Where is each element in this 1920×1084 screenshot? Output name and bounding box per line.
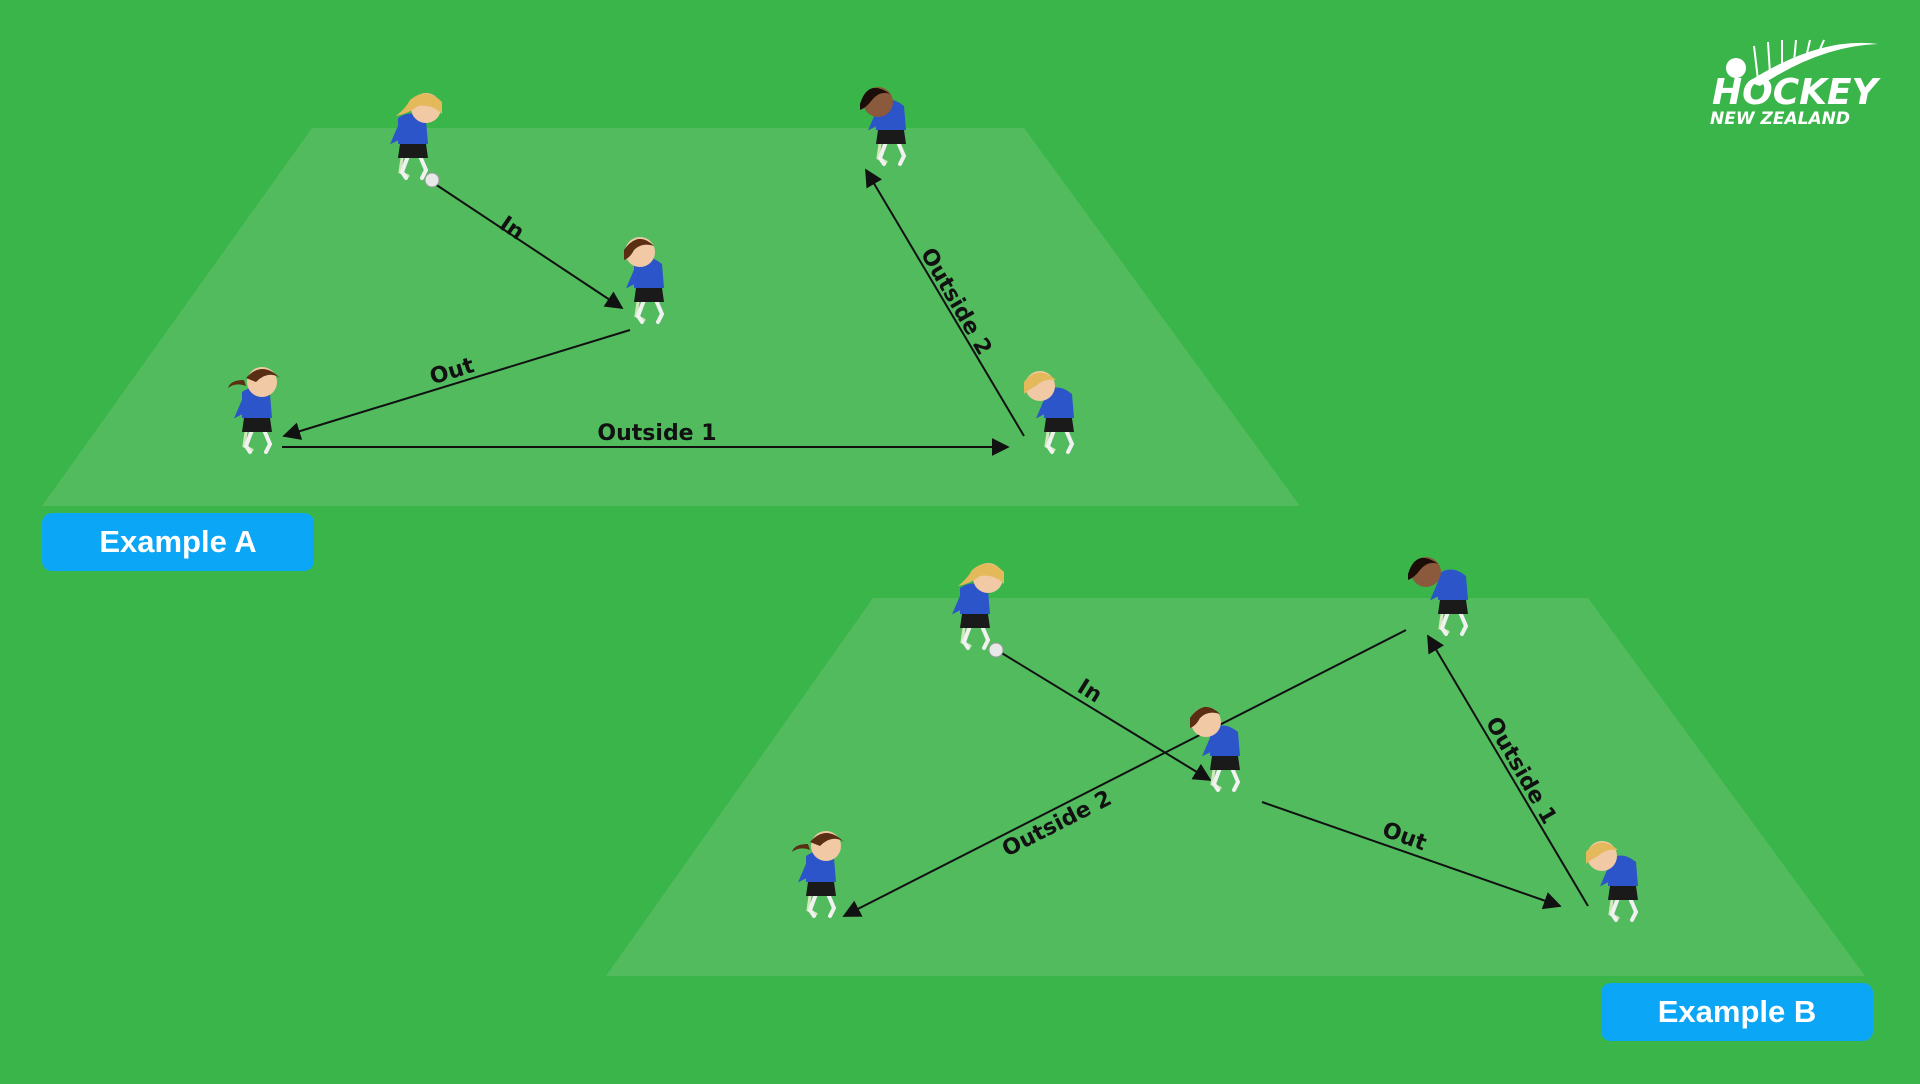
pass-out-a [282,329,631,440]
field-a [42,128,1300,506]
pass-in-b [999,651,1212,781]
silver-fern-icon [1726,39,1878,86]
label-outside1-a: Outside 1 [597,421,716,446]
logo-line2: NEW ZEALAND [1710,109,1850,129]
example-b-label: Example B [1601,983,1873,1041]
ball-icon [424,172,440,188]
player-a-center [624,237,664,322]
player-b-center [1190,706,1240,790]
pass-outside1-b [1427,634,1589,907]
player-a-bottom-right [1024,371,1074,452]
player-b-bottom-left [792,831,844,916]
pass-out-b [1261,801,1562,910]
player-b-top-left [958,563,1004,658]
player-b-bottom-right [1586,841,1638,920]
hockey-nz-logo: HOCKEY NEW ZEALAND [1710,39,1882,129]
logo-line1: HOCKEY [1712,72,1882,113]
player-a-bottom-left [228,367,280,452]
example-a-label: Example A [42,513,314,571]
pass-outside2-b [842,629,1407,917]
player-a-top-right [860,87,906,164]
pass-outside2-a [865,168,1025,437]
player-b-top-right [1408,557,1468,634]
player-a-top-left [396,93,442,188]
pass-in-a [431,181,624,309]
ball-icon [988,642,1004,658]
